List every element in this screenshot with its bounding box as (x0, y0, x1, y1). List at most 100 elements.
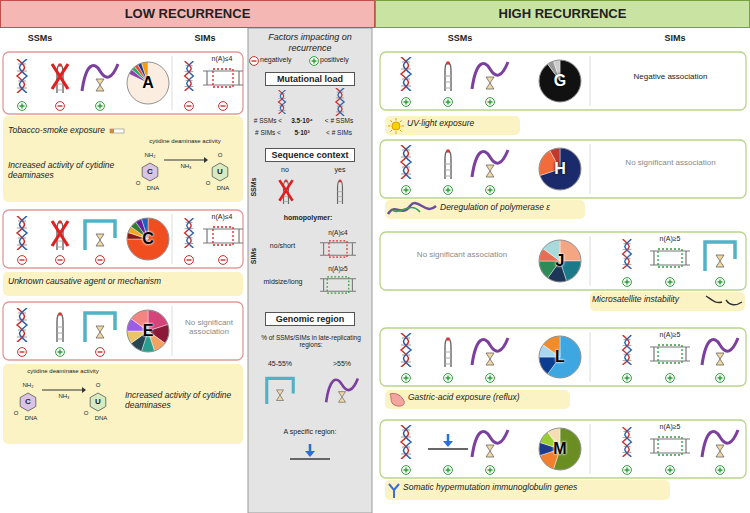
text-label: NH₂ (18, 382, 38, 389)
drawn-shape (388, 126, 391, 127)
drawn-shape (110, 129, 124, 133)
drawn-shape (142, 163, 158, 181)
drawn-shape (402, 186, 411, 195)
drawn-shape (650, 437, 690, 455)
drawn-shape (705, 242, 735, 271)
drawn-shape (3, 52, 243, 114)
drawn-shape (279, 180, 292, 201)
drawn-shape (185, 218, 194, 248)
drawn-shape (380, 52, 746, 110)
drawn-shape (623, 374, 632, 383)
pie-chart: A (126, 61, 170, 105)
drawn-shape (486, 186, 495, 195)
pie-chart: H (538, 147, 582, 191)
drawn-shape (320, 277, 356, 293)
node-text: Mutational load (277, 74, 343, 84)
text-label: DNA (142, 185, 164, 192)
drawn-shape (127, 62, 169, 104)
drawn-shape (623, 427, 632, 457)
text-label: DNA (20, 415, 42, 422)
drawn-shape (212, 163, 228, 181)
drawn-shape (18, 102, 27, 111)
drawn-shape (380, 232, 746, 290)
text-label: NH₃ (52, 393, 76, 400)
drawn-shape (590, 292, 745, 311)
drawn-shape (203, 227, 243, 245)
drawn-shape (539, 148, 581, 190)
drawn-shape (90, 393, 106, 411)
cause-caption: UV-light exposure (407, 118, 519, 133)
text-label: O (203, 180, 213, 187)
drawn-shape (127, 218, 169, 260)
drawn-shape (17, 216, 27, 250)
text-label: yes (329, 166, 351, 174)
node-text: Sequence context (271, 150, 348, 160)
drawn-shape (18, 348, 27, 357)
drawn-shape (716, 278, 725, 287)
drawn-shape (3, 302, 243, 360)
drawn-shape (20, 393, 36, 411)
text-label: NH₃ (174, 163, 198, 170)
cause-caption: Microsatellite instability (592, 294, 700, 309)
node-text: Unknown causative agent or mechanism (8, 276, 161, 286)
drawn-shape (290, 444, 330, 459)
drawn-shape (127, 218, 169, 260)
text-label: SSMs (430, 33, 490, 43)
text-label: homopolymer: (258, 214, 358, 222)
drawn-shape (428, 434, 468, 449)
text-label: O (93, 382, 103, 389)
text-label: SIMs (250, 236, 258, 276)
text-label: No significant association (392, 250, 532, 259)
pie-chart: G (538, 59, 582, 103)
pie-chart: C (126, 217, 170, 261)
drawn-shape (590, 424, 591, 474)
drawn-shape (380, 140, 746, 198)
drawn-shape (401, 57, 411, 91)
node-text: Factors impacting on recurrence (256, 32, 364, 54)
drawn-shape (539, 60, 581, 102)
drawn-shape (172, 306, 173, 356)
section-box: Sequence context (265, 148, 355, 162)
drawn-shape (185, 102, 194, 111)
node-text: Microsatellite instability (592, 294, 679, 304)
drawn-shape (388, 203, 436, 214)
drawn-shape (702, 430, 738, 457)
drawn-shape (385, 116, 520, 135)
drawn-shape (650, 249, 690, 267)
pie-chart: J (538, 239, 582, 283)
header-band: LOW RECURRENCE (0, 0, 375, 28)
drawn-shape (401, 425, 411, 459)
drawn-shape (486, 98, 495, 107)
cause-caption: Somatic hypermutation immunoglobulin gen… (403, 482, 668, 498)
drawn-shape (185, 256, 194, 265)
cluster-letter: M (553, 440, 566, 458)
drawn-shape (164, 160, 204, 161)
section-box: Mutational load (265, 72, 355, 86)
drawn-shape (310, 57, 319, 66)
drawn-shape (3, 116, 243, 202)
cause-caption: Unknown causative agent or mechanism (8, 276, 240, 292)
node-text: Increased activity of cytidine deaminase… (125, 390, 231, 410)
drawn-shape (392, 207, 420, 212)
cluster-letter: G (554, 72, 566, 90)
text-label: O (133, 180, 143, 187)
drawn-shape (539, 60, 581, 102)
drawn-shape (445, 149, 451, 179)
pie-chart: E (126, 309, 170, 353)
text-label: 3.5·10⁴ (286, 117, 318, 124)
text-label: DNA (90, 415, 112, 422)
cluster-letter: A (142, 74, 154, 92)
text-label: C (22, 397, 34, 406)
cluster-letter: J (556, 252, 565, 270)
text-label: Negative association (598, 72, 743, 81)
drawn-shape (172, 56, 173, 110)
drawn-shape (401, 333, 411, 367)
node-text: LOW RECURRENCE (125, 6, 251, 21)
drawn-shape (57, 312, 63, 342)
drawn-shape (400, 120, 402, 122)
drawn-shape (385, 390, 570, 409)
drawn-shape (219, 102, 228, 111)
drawn-shape (56, 256, 65, 265)
drawn-shape (52, 64, 68, 89)
text-label: no/short (255, 242, 310, 250)
